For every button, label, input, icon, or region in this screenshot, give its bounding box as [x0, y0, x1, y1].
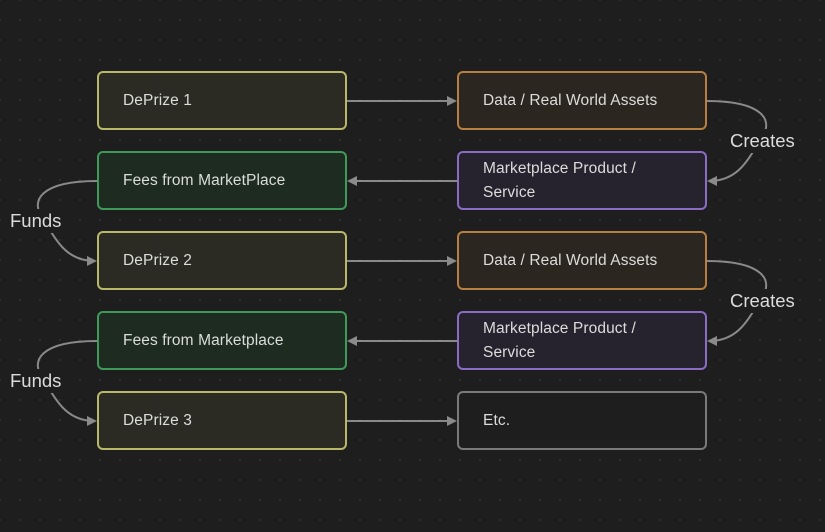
node-marketplace-product-service-2[interactable]: Marketplace Product / Service	[457, 311, 707, 370]
node-label: DePrize 3	[123, 411, 192, 429]
node-label: Marketplace Product / Service	[483, 159, 636, 201]
node-fees-from-marketplace-2[interactable]: Fees from Marketplace	[97, 311, 347, 370]
edge-label-funds-1: Funds	[8, 209, 64, 233]
node-label: DePrize 1	[123, 91, 192, 109]
node-label: Etc.	[483, 411, 511, 429]
node-fees-from-marketplace-1[interactable]: Fees from MarketPlace	[97, 151, 347, 210]
node-data-real-world-assets-1[interactable]: Data / Real World Assets	[457, 71, 707, 130]
edge-label-creates-2: Creates	[728, 289, 797, 313]
edge-label-funds-2: Funds	[8, 369, 64, 393]
node-etc[interactable]: Etc.	[457, 391, 707, 450]
node-label: Data / Real World Assets	[483, 251, 658, 269]
node-label: DePrize 2	[123, 251, 192, 269]
node-label: Data / Real World Assets	[483, 91, 658, 109]
node-label: Fees from Marketplace	[123, 331, 284, 349]
node-marketplace-product-service-1[interactable]: Marketplace Product / Service	[457, 151, 707, 210]
node-label: Fees from MarketPlace	[123, 171, 286, 189]
node-label: Marketplace Product / Service	[483, 319, 636, 361]
node-deprize-3[interactable]: DePrize 3	[97, 391, 347, 450]
edge-label-creates-1: Creates	[728, 129, 797, 153]
node-deprize-1[interactable]: DePrize 1	[97, 71, 347, 130]
node-data-real-world-assets-2[interactable]: Data / Real World Assets	[457, 231, 707, 290]
node-deprize-2[interactable]: DePrize 2	[97, 231, 347, 290]
